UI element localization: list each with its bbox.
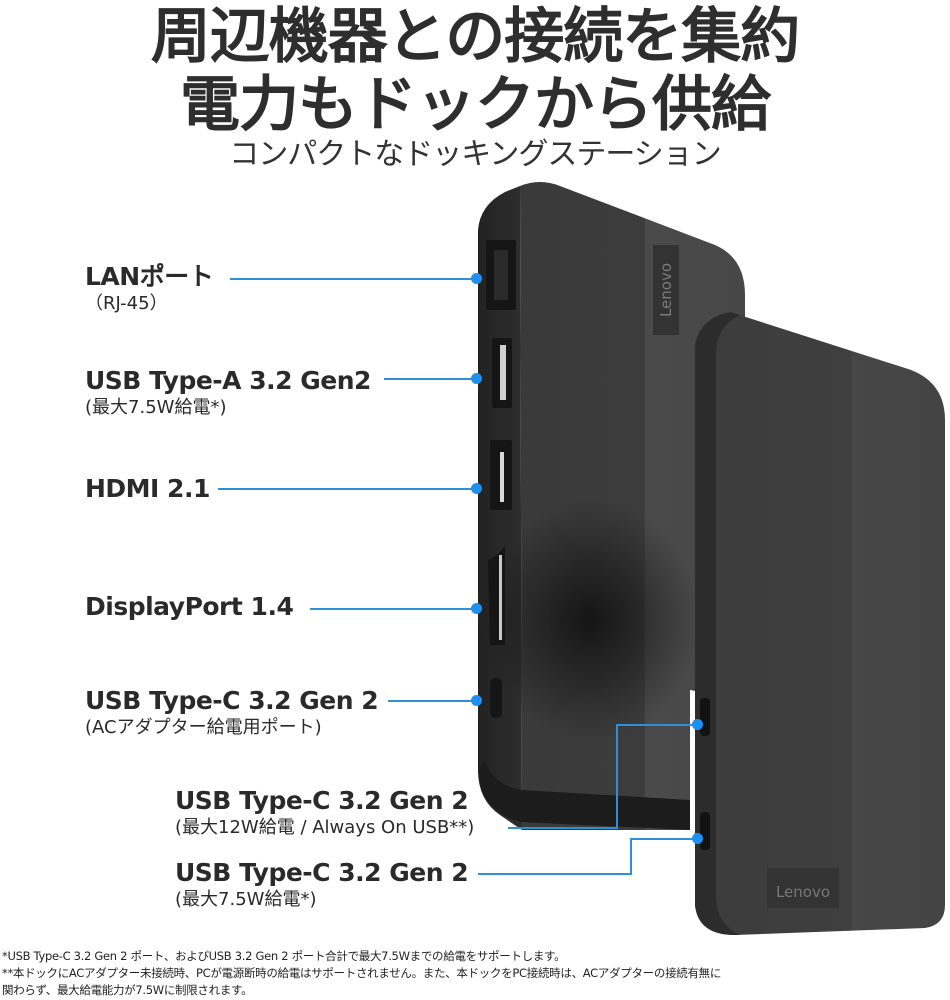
footnote-1: *USB Type-C 3.2 Gen 2 ポート、およびUSB 3.2 Gen… <box>2 949 566 963</box>
port-note: (最大7.5W給電*) <box>85 397 227 418</box>
port-label: USB Type-C 3.2 Gen 2 <box>85 686 379 715</box>
port-label: DisplayPort 1.4 <box>85 592 294 621</box>
port-label: LANポート <box>85 262 214 291</box>
usb-c-power-port-graphic <box>490 678 502 718</box>
displayport-graphic <box>488 545 505 645</box>
usb-c-port-graphic <box>700 812 710 850</box>
callout-dot-displayport <box>471 603 482 614</box>
port-label: USB Type-A 3.2 Gen2 <box>85 366 371 395</box>
callout-line-usb-c-always-on-h1 <box>508 827 618 829</box>
callout-displayport: DisplayPort 1.4 <box>85 592 294 622</box>
dock-b-face <box>695 312 945 935</box>
callout-line-displayport <box>310 608 476 610</box>
port-label: USB Type-C 3.2 Gen 2 <box>175 786 469 815</box>
callout-usb-a: USB Type-A 3.2 Gen2 (最大7.5W給電*) <box>85 366 371 420</box>
svg-text:Lenovo: Lenovo <box>776 883 830 901</box>
callout-line-hdmi <box>218 488 476 490</box>
callout-line-usb-c-always-on-v <box>616 724 618 829</box>
port-note: (最大7.5W給電*) <box>175 889 317 910</box>
callout-line-usb-c-h2 <box>630 838 696 840</box>
callout-lan: LANポート （RJ-45） <box>85 262 214 316</box>
callout-usb-c: USB Type-C 3.2 Gen 2 (最大7.5W給電*) <box>175 858 469 912</box>
callout-dot-usb-a <box>471 373 482 384</box>
callout-line-usb-c-v <box>630 838 632 875</box>
callout-line-usb-c-always-on-h2 <box>616 724 696 726</box>
callout-usb-c-always-on: USB Type-C 3.2 Gen 2 (最大12W給電 / Always O… <box>175 786 474 840</box>
footnotes: *USB Type-C 3.2 Gen 2 ポート、およびUSB 3.2 Gen… <box>2 948 721 999</box>
lenovo-logo-bottom: Lenovo <box>767 868 839 908</box>
callout-dot-lan <box>471 273 482 284</box>
footnote-2: **本ドックにACアダプター未接続時、PCが電源断時の給電はサポートされません。… <box>2 966 722 980</box>
callout-dot-usb-c-power <box>471 695 482 706</box>
port-note: (最大12W給電 / Always On USB**) <box>175 817 475 838</box>
callout-dot-hdmi <box>471 483 482 494</box>
port-note: （RJ-45） <box>85 293 168 314</box>
port-note: (ACアダプター給電用ポート) <box>85 717 322 738</box>
callout-line-lan <box>230 278 476 280</box>
port-label: HDMI 2.1 <box>85 474 210 503</box>
port-label: USB Type-C 3.2 Gen 2 <box>175 858 469 887</box>
callout-hdmi: HDMI 2.1 <box>85 474 210 504</box>
callout-dot-usb-c <box>692 833 703 844</box>
usb-c-always-on-port-graphic <box>700 698 710 736</box>
callout-line-usb-c-h1 <box>478 873 632 875</box>
subheadline: コンパクトなドッキングステーション <box>229 137 722 172</box>
callout-line-usb-a <box>384 378 476 380</box>
footnote-3: 関わらず、最大給電能力が7.5Wに制限されます。 <box>2 983 253 997</box>
callout-line-usb-c-power <box>388 700 476 702</box>
callout-usb-c-power: USB Type-C 3.2 Gen 2 (ACアダプター給電用ポート) <box>85 686 379 740</box>
headline-line-2: 電力もドックから供給 <box>180 70 771 140</box>
callout-dot-usb-c-always-on <box>692 719 703 730</box>
headline-line-1: 周辺機器との接続を集約 <box>150 2 800 72</box>
svg-text:Lenovo: Lenovo <box>657 263 675 317</box>
lenovo-logo-top: Lenovo <box>653 245 679 335</box>
